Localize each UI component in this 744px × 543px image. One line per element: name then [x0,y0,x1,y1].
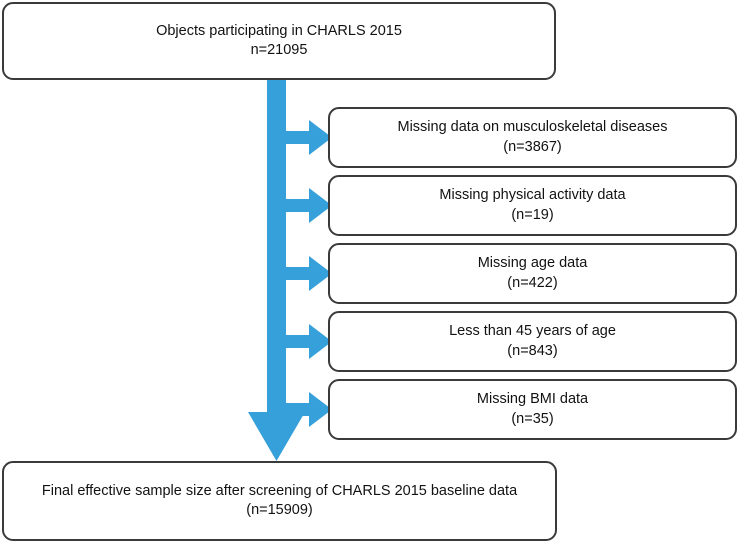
node-final-count: (n=15909) [246,502,313,518]
node-exclusion-1-label: Missing physical activity data [439,187,626,204]
main-trunk-arrow [248,80,305,461]
node-exclusion-1: Missing physical activity data (n=19) [328,175,737,236]
node-exclusion-1-count: (n=19) [511,206,554,223]
node-exclusion-3: Less than 45 years of age (n=843) [328,311,737,372]
branch-arrow-3 [286,256,332,291]
node-exclusion-3-label: Less than 45 years of age [449,323,616,340]
node-exclusion-2-label: Missing age data [477,255,588,272]
node-exclusion-4-count: (n=35) [511,410,554,427]
node-exclusion-4: Missing BMI data (n=35) [328,379,737,440]
branch-arrow-5 [286,392,332,427]
node-final: Final effective sample size after screen… [2,461,557,541]
node-exclusion-2-count: (n=422) [507,274,558,291]
node-exclusion-0-label: Missing data on musculoskeletal diseases [397,119,668,136]
node-exclusion-3-count: (n=843) [507,342,558,359]
branch-arrow-1 [286,120,332,155]
node-start: Objects participating in CHARLS 2015 n=2… [2,2,556,80]
node-start-count: n=21095 [250,42,308,58]
node-exclusion-4-label: Missing BMI data [476,391,589,408]
node-exclusion-0-count: (n=3867) [503,138,562,155]
branch-arrow-4 [286,324,332,359]
node-start-label: Objects participating in CHARLS 2015 [156,22,402,39]
node-exclusion-2: Missing age data (n=422) [328,243,737,304]
node-final-label: Final effective sample size after screen… [41,482,518,499]
branch-arrow-2 [286,188,332,223]
node-exclusion-0: Missing data on musculoskeletal diseases… [328,107,737,168]
